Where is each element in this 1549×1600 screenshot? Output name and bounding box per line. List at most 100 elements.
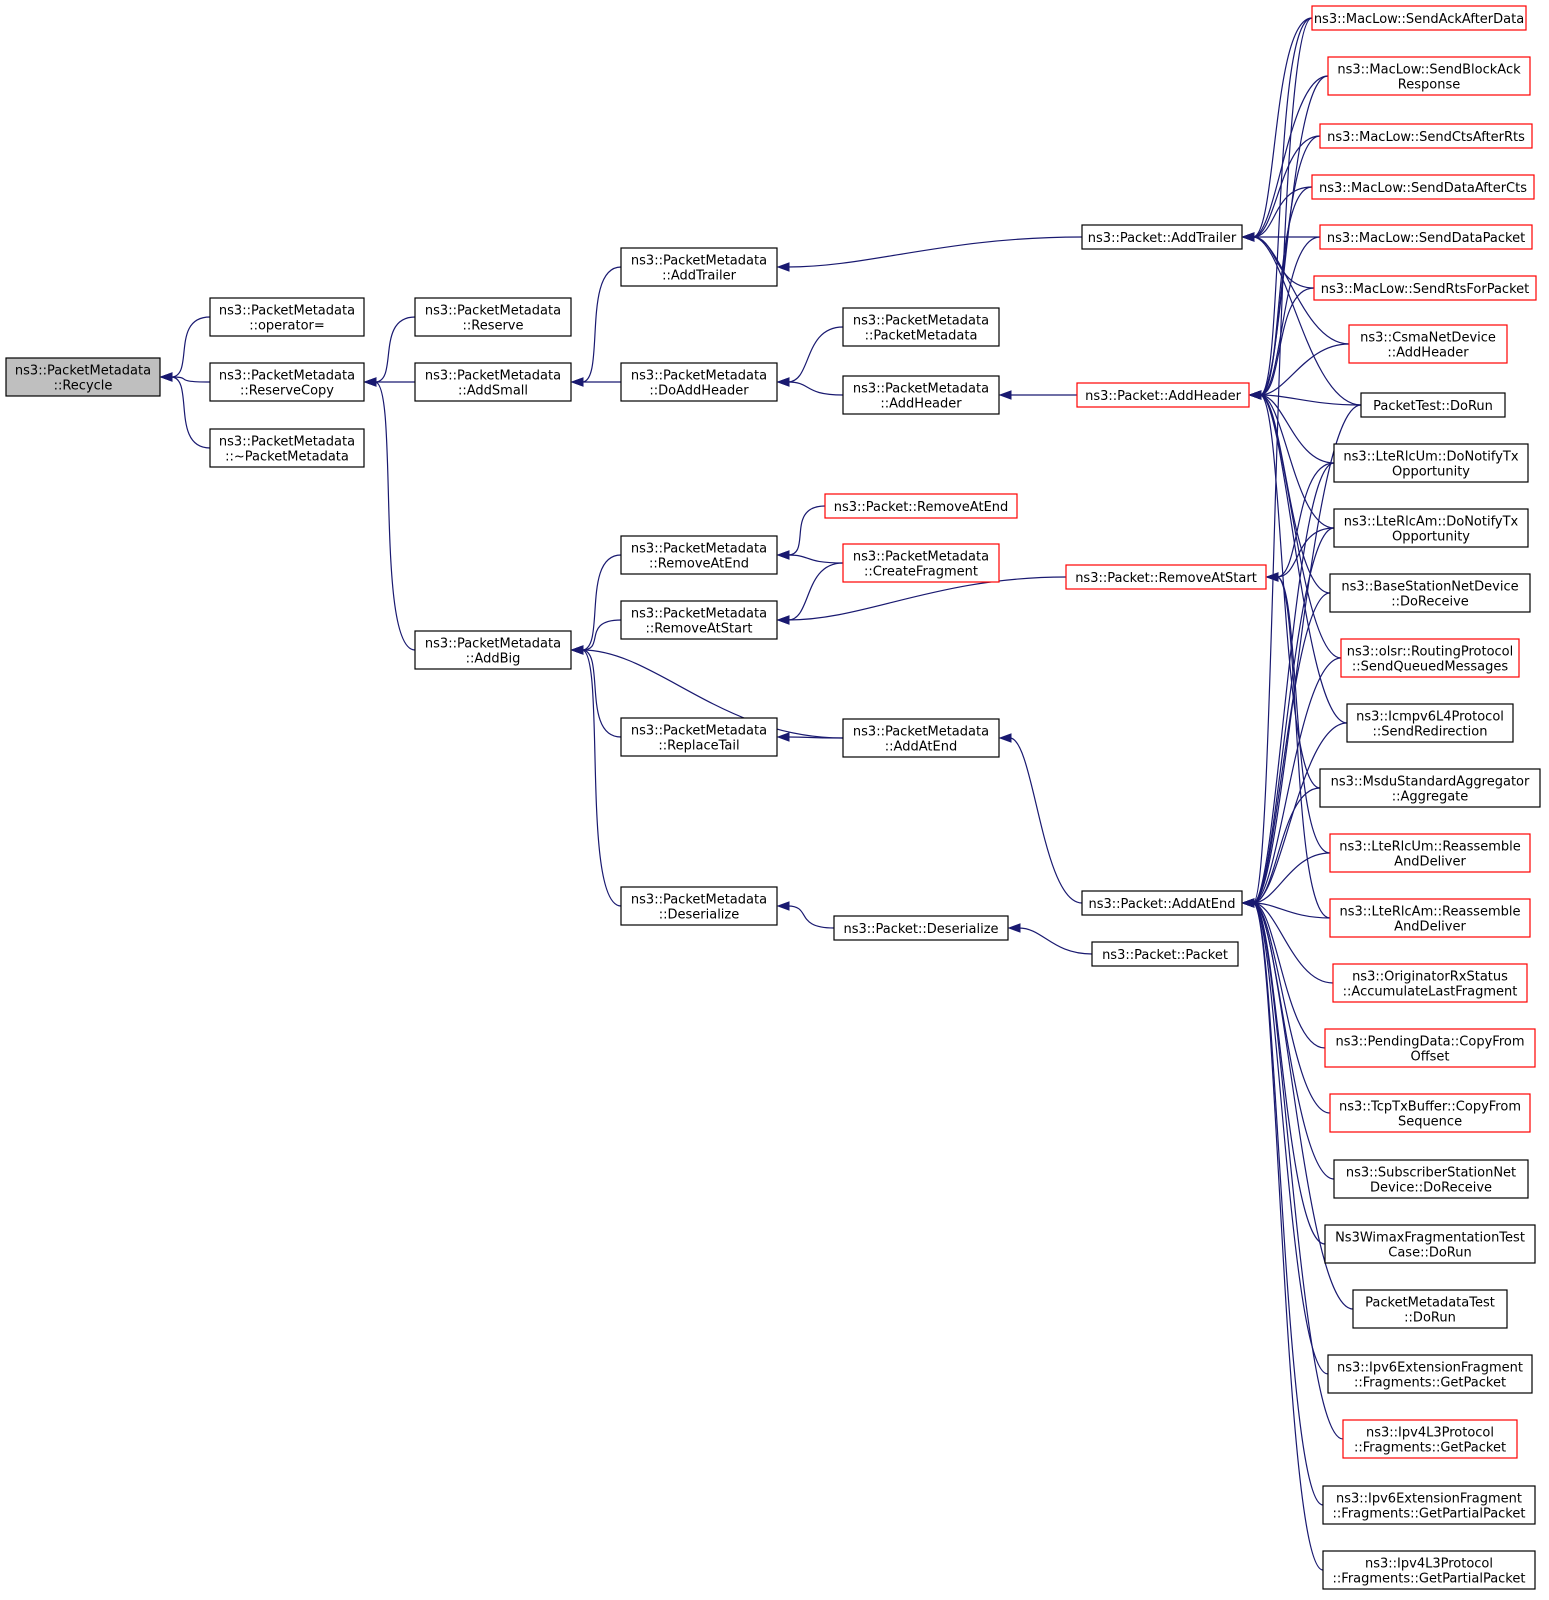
node-addtrailer-pm[interactable]: ns3::PacketMetadata::AddTrailer (620, 247, 778, 287)
node-label-line: ::SendQueuedMessages (1352, 660, 1508, 675)
node-r22[interactable]: ns3::Ipv6ExtensionFragment::Fragments::G… (1327, 1354, 1533, 1394)
node-reserve[interactable]: ns3::PacketMetadata::Reserve (414, 297, 572, 337)
node-label-line: ::Fragments::GetPartialPacket (1333, 1572, 1526, 1587)
edge-arrowhead (570, 645, 584, 655)
node-r4[interactable]: ns3::MacLow::SendDataPacket (1319, 224, 1533, 250)
node-box (1360, 392, 1506, 418)
node-label-line: ns3::CsmaNetDevice (1360, 331, 1496, 346)
edge-line (1252, 462, 1335, 904)
node-addheader-p[interactable]: ns3::Packet::AddHeader (1076, 382, 1250, 408)
node-label-line: ::AddSmall (458, 384, 528, 399)
node-label-line: ns3::PacketMetadata (425, 637, 561, 652)
node-replacetail[interactable]: ns3::PacketMetadata::ReplaceTail (620, 717, 778, 757)
node-r23[interactable]: ns3::Ipv4L3Protocol::Fragments::GetPacke… (1342, 1419, 1518, 1459)
node-label-line: ns3::PacketMetadata (219, 435, 355, 450)
node-label-line: ::AddTrailer (662, 269, 736, 284)
node-r16[interactable]: ns3::OriginatorRxStatus::AccumulateLastF… (1332, 963, 1528, 1003)
node-ctor-pm[interactable]: ns3::PacketMetadata::PacketMetadata (842, 307, 1000, 347)
node-box (620, 535, 778, 575)
edge-line (1252, 236, 1362, 406)
edge-arrowhead (776, 615, 790, 625)
node-label-line: Response (1398, 78, 1460, 93)
node-label-line: ns3::PacketMetadata (853, 550, 989, 565)
node-doaddheader[interactable]: ns3::PacketMetadata::DoAddHeader (620, 362, 778, 402)
node-packet-ctor[interactable]: ns3::Packet::Packet (1091, 941, 1239, 967)
edge-line (170, 376, 211, 383)
edge-arrowhead (570, 377, 584, 387)
edge-line (581, 649, 622, 738)
node-label-line: ::CreateFragment (864, 565, 978, 580)
edge-line (1259, 236, 1321, 396)
node-deserialize-p[interactable]: ns3::Packet::Deserialize (833, 915, 1009, 941)
node-box (620, 247, 778, 287)
node-box (414, 297, 572, 337)
node-addsmall[interactable]: ns3::PacketMetadata::AddSmall (414, 362, 572, 402)
node-r24[interactable]: ns3::Ipv6ExtensionFragment::Fragments::G… (1322, 1485, 1536, 1525)
edge-line (787, 554, 844, 564)
node-reservecopy[interactable]: ns3::PacketMetadata::ReserveCopy (209, 362, 365, 402)
edge-line (581, 649, 844, 739)
node-box (842, 375, 1000, 415)
node-box (414, 630, 572, 670)
node-box (1081, 224, 1243, 250)
node-r7[interactable]: PacketTest::DoRun (1360, 392, 1506, 418)
edge-line (170, 316, 211, 378)
edge-line (1252, 902, 1329, 1375)
node-r10[interactable]: ns3::BaseStationNetDevice::DoReceive (1329, 573, 1531, 613)
node-removeatend-pm[interactable]: ns3::PacketMetadata::RemoveAtEnd (620, 535, 778, 575)
node-createfragment[interactable]: ns3::PacketMetadata::CreateFragment (842, 543, 1000, 583)
node-removeatstart-pm[interactable]: ns3::PacketMetadata::RemoveAtStart (620, 600, 778, 640)
node-opeq[interactable]: ns3::PacketMetadata::operator= (209, 297, 365, 337)
node-removeatend-p[interactable]: ns3::Packet::RemoveAtEnd (824, 493, 1018, 519)
call-edge-ctor_pm-to-doaddheader (776, 326, 844, 387)
node-r3[interactable]: ns3::MacLow::SendDataAfterCts (1311, 174, 1535, 200)
call-edge-deserialize_p-to-deserialize_pm (776, 901, 835, 929)
node-label-line: ns3::MsduStandardAggregator (1331, 775, 1530, 790)
node-r11[interactable]: ns3::olsr::RoutingProtocol::SendQueuedMe… (1340, 638, 1520, 678)
call-edge-createfragment-to-removeatend_pm (776, 550, 844, 564)
node-r6[interactable]: ns3::CsmaNetDevice::AddHeader (1348, 324, 1508, 364)
node-r19[interactable]: ns3::SubscriberStationNetDevice::DoRecei… (1333, 1159, 1529, 1199)
node-label-line: ns3::Packet::AddTrailer (1088, 231, 1237, 246)
node-label-line: ::AddHeader (880, 397, 962, 412)
node-label-line: Opportunity (1392, 465, 1470, 480)
edge-line (1252, 592, 1331, 904)
node-label-line: Sequence (1398, 1115, 1462, 1130)
edge-arrowhead (776, 732, 790, 742)
node-dtor[interactable]: ns3::PacketMetadata::~PacketMetadata (209, 428, 365, 468)
node-addbig[interactable]: ns3::PacketMetadata::AddBig (414, 630, 572, 670)
node-label-line: ns3::Packet::RemoveAtStart (1075, 571, 1257, 586)
node-r2[interactable]: ns3::MacLow::SendCtsAfterRts (1319, 123, 1533, 149)
node-addatend-p[interactable]: ns3::Packet::AddAtEnd (1081, 890, 1243, 916)
node-label-line: ns3::LteRlcUm::Reassemble (1339, 840, 1521, 855)
node-addtrailer-p[interactable]: ns3::Packet::AddTrailer (1081, 224, 1243, 250)
node-r25[interactable]: ns3::Ipv4L3Protocol::Fragments::GetParti… (1322, 1550, 1536, 1590)
node-r12[interactable]: ns3::Icmpv6L4Protocol::SendRedirection (1346, 703, 1514, 743)
node-r0[interactable]: ns3::MacLow::SendAckAfterData (1311, 5, 1527, 31)
call-edge-removeatstart_p-to-removeatstart_pm (776, 576, 1067, 625)
node-addatend-pm[interactable]: ns3::PacketMetadata::AddAtEnd (842, 718, 1000, 758)
node-label-line: ns3::BaseStationNetDevice (1341, 580, 1518, 595)
call-edge-deserialize_pm-to-addbig (570, 645, 622, 907)
node-addheader-pm[interactable]: ns3::PacketMetadata::AddHeader (842, 375, 1000, 415)
node-label-line: ::DoRun (1404, 1311, 1456, 1326)
node-box (1348, 324, 1508, 364)
node-r13[interactable]: ns3::MsduStandardAggregator::Aggregate (1319, 768, 1541, 808)
call-edge-addtrailer_p-to-addtrailer_pm (776, 236, 1083, 272)
node-removeatstart-p[interactable]: ns3::Packet::RemoveAtStart (1065, 564, 1267, 590)
node-deserialize-pm[interactable]: ns3::PacketMetadata::Deserialize (620, 886, 778, 926)
node-box (824, 493, 1018, 519)
node-label-line: ns3::Icmpv6L4Protocol (1356, 710, 1504, 725)
node-r21[interactable]: PacketMetadataTest::DoRun (1352, 1289, 1508, 1329)
node-r5[interactable]: ns3::MacLow::SendRtsForPacket (1313, 275, 1537, 301)
node-label-line: ::Recycle (54, 379, 113, 394)
node-box (1329, 833, 1531, 873)
